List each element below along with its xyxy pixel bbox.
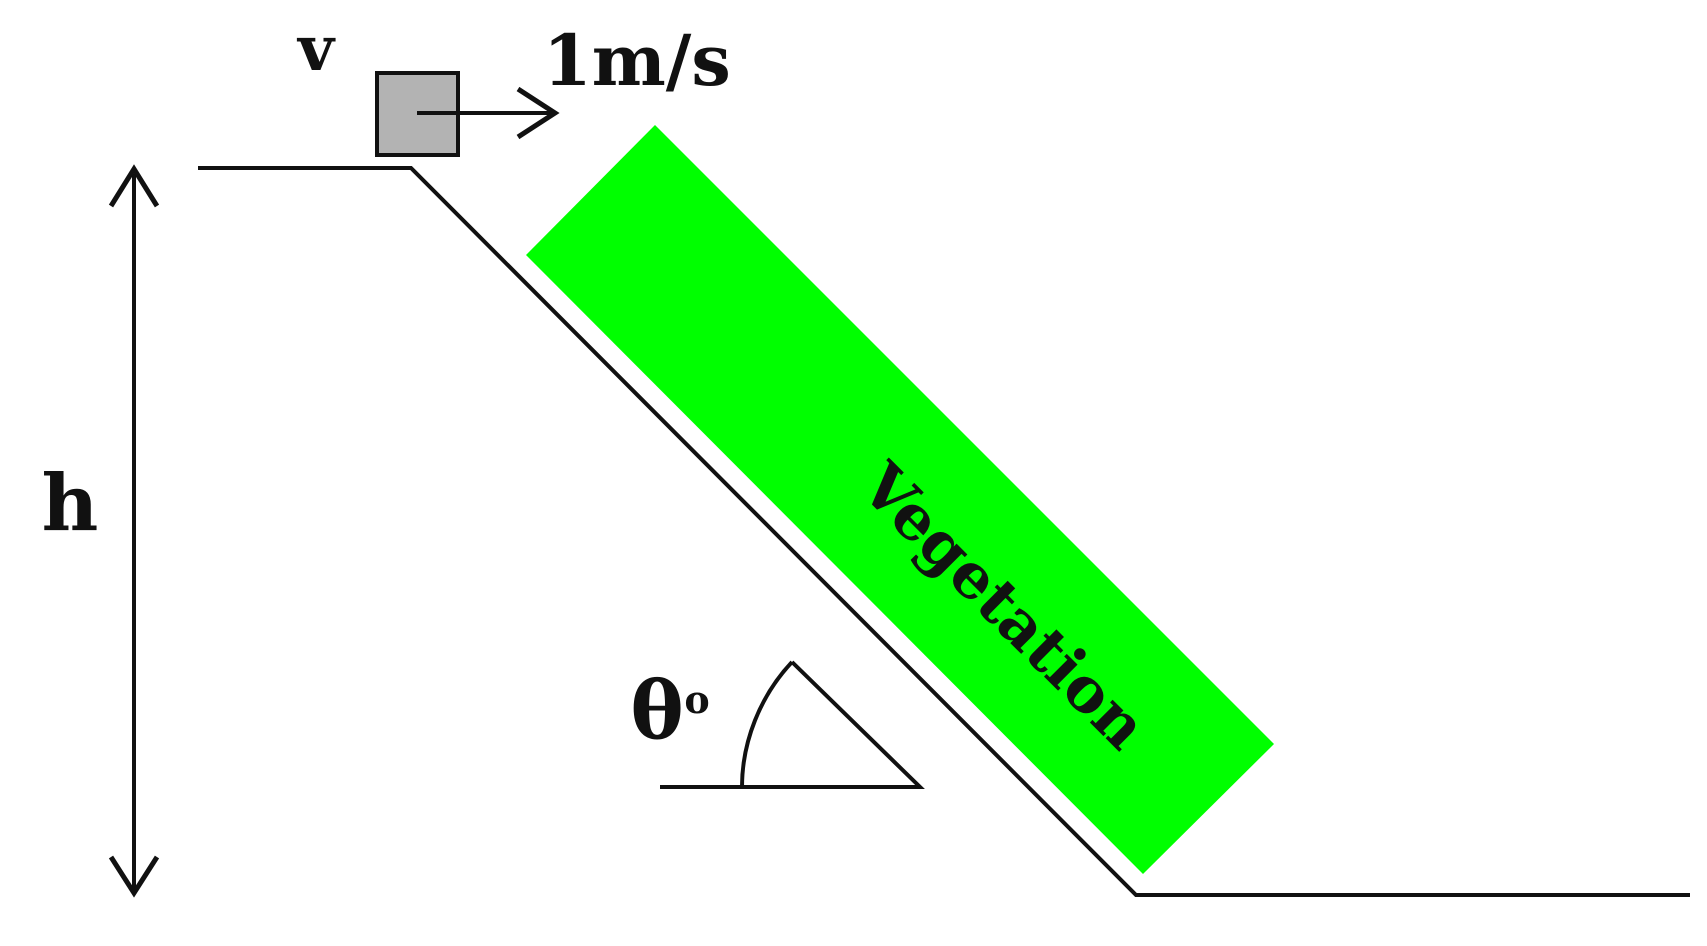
angle-symbol: θ xyxy=(630,663,683,757)
ground-profile xyxy=(198,166,1690,897)
velocity-value: 1m/s xyxy=(543,19,731,102)
vegetation-area xyxy=(526,125,1274,874)
velocity-arrow xyxy=(417,86,560,140)
angle-indicator xyxy=(660,660,925,789)
height-arrow xyxy=(108,164,160,898)
height-symbol: h xyxy=(42,458,99,549)
velocity-symbol: v xyxy=(296,12,336,85)
angle-unit: o xyxy=(684,677,709,722)
vegetation-strip: Vegetation xyxy=(526,125,1274,874)
